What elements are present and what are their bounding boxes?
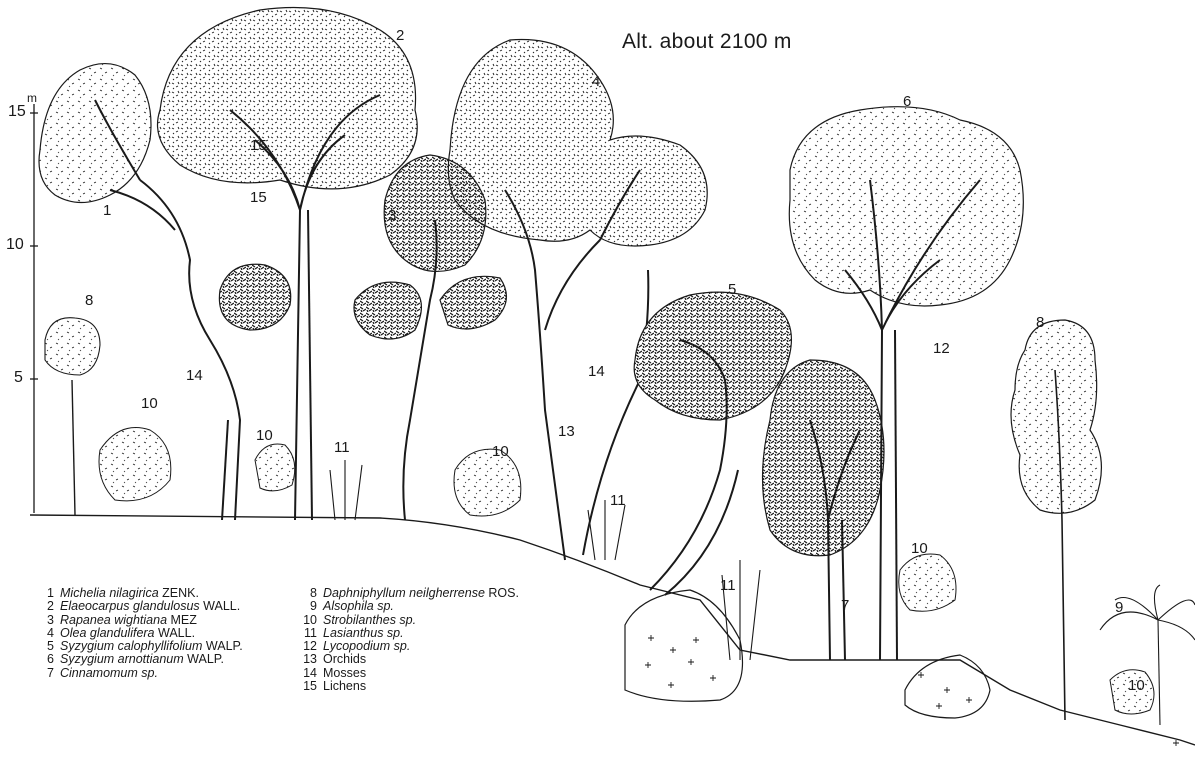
- label-11b: 11: [610, 492, 626, 509]
- label-14a: 14: [186, 367, 203, 384]
- label-2: 2: [396, 27, 404, 44]
- label-8b: 8: [1036, 314, 1044, 331]
- axis-tick-10: 10: [6, 236, 24, 254]
- label-12: 12: [933, 340, 950, 357]
- altitude-title: Alt. about 2100 m: [622, 30, 792, 54]
- tree-8-daphniphyllum-right: [1011, 320, 1101, 720]
- axis-tick-15: 15: [8, 103, 26, 121]
- axis-tick-5: 5: [14, 369, 23, 387]
- label-7: 7: [841, 597, 849, 614]
- label-15a: 15: [250, 137, 267, 154]
- label-14b: 14: [588, 363, 605, 380]
- label-10e: 10: [1128, 677, 1145, 694]
- label-8a: 8: [85, 292, 93, 309]
- rock-crosses: [645, 635, 1179, 746]
- tree-2-elaeocarpus: [158, 8, 418, 521]
- label-10c: 10: [492, 443, 509, 460]
- label-1: 1: [103, 202, 111, 219]
- rock-outline-2: [905, 655, 990, 718]
- label-11a: 11: [334, 439, 350, 456]
- label-5: 5: [728, 281, 736, 298]
- shrubs-10-strobilanthes: [99, 428, 1154, 715]
- label-3: 3: [388, 207, 396, 224]
- label-4: 4: [592, 73, 600, 90]
- axis-unit: m: [27, 91, 37, 105]
- tree-7-cinnamomum: [763, 360, 885, 660]
- label-15b: 15: [250, 189, 267, 206]
- label-13: 13: [558, 423, 575, 440]
- label-10a: 10: [141, 395, 158, 412]
- label-10d: 10: [911, 540, 928, 557]
- label-11c: 11: [720, 577, 736, 594]
- label-6: 6: [903, 93, 911, 110]
- height-axis: [30, 104, 38, 513]
- label-9: 9: [1115, 599, 1123, 616]
- label-10b: 10: [256, 427, 273, 444]
- tree-8-daphniphyllum-left: [45, 318, 100, 515]
